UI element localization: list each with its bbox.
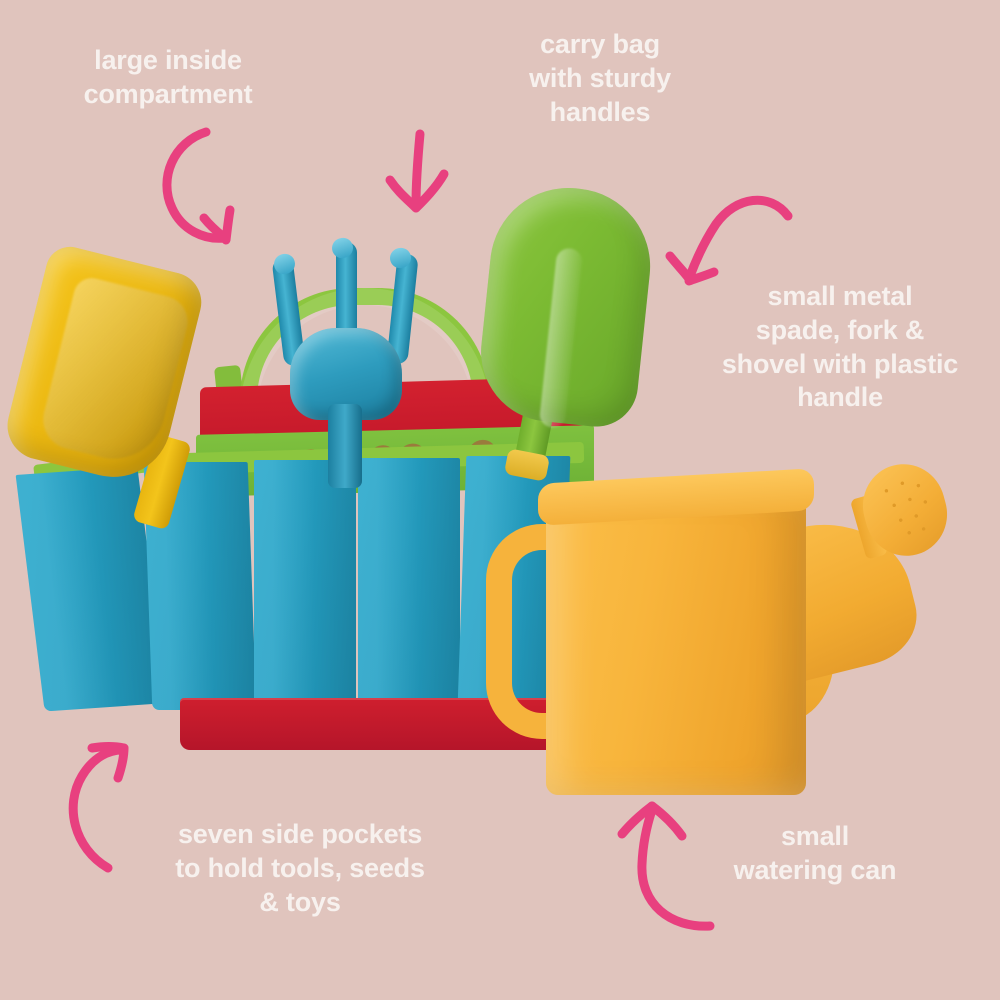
callout-seven-side-pockets: seven side pockets to hold tools, seeds … xyxy=(175,819,425,917)
watering-can-body xyxy=(546,490,806,795)
fork-shaft xyxy=(328,404,362,488)
callout-carry-bag-with-sturdy-handles: carry bag with sturdy handles xyxy=(529,29,671,127)
yellow-plastic-shovel xyxy=(0,241,248,531)
side-pocket xyxy=(254,460,356,710)
blue-hand-fork xyxy=(262,235,432,488)
orange-watering-can xyxy=(486,454,957,802)
callout-small-watering-can: small watering can xyxy=(733,821,897,885)
green-trowel xyxy=(474,180,658,488)
side-pocket xyxy=(358,458,460,708)
callout-small-metal-spade-fork-shovel: small metal spade, fork & shovel with pl… xyxy=(721,281,959,413)
callout-large-inside-compartment: large inside compartment xyxy=(83,45,253,109)
